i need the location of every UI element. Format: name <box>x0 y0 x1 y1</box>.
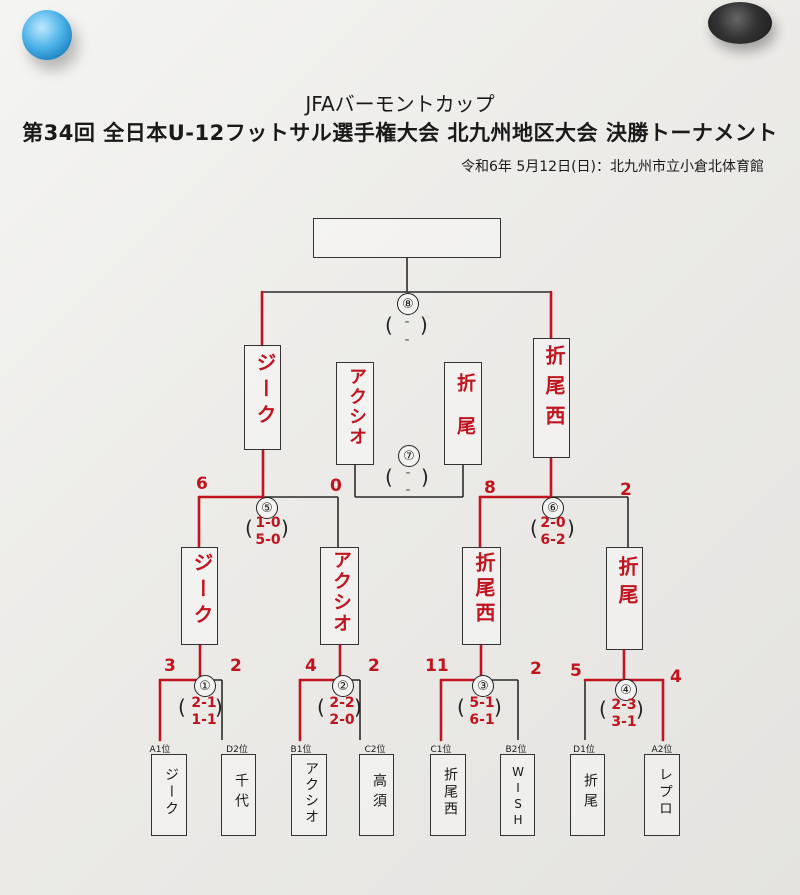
cup-title: JFAバーモントカップ <box>305 92 495 116</box>
entrant-6-seed: B2位 <box>505 745 527 755</box>
sf6-score-1: 2-0 <box>540 515 566 531</box>
sf5-bracket-right: ) <box>281 516 289 540</box>
match-6-number: ⑥ <box>542 497 564 519</box>
third-score-2: - <box>405 482 411 498</box>
final-bracket-left: ( <box>385 313 393 337</box>
qf1-left-goals: 3 <box>164 656 176 676</box>
entrant-1-team: ジーク <box>163 767 179 818</box>
qf4-score-2: 3-1 <box>611 714 637 730</box>
entrant-1-box: ジーク <box>151 754 187 836</box>
qf2-right-goals: 2 <box>368 656 380 676</box>
entrant-2-seed: D2位 <box>226 745 248 755</box>
qf2-score-1: 2-2 <box>329 695 355 711</box>
qf3-left-goals: 11 <box>425 656 449 676</box>
match-5-number: ⑤ <box>256 497 278 519</box>
entrant-5-seed: C1位 <box>430 745 452 755</box>
qf4-bracket-right: ) <box>636 697 644 721</box>
entrant-8-team: レプロ <box>657 767 673 818</box>
sf5-left-team-box: ジーク <box>181 547 218 645</box>
qf2-bracket-right: ) <box>354 695 362 719</box>
sf6-bracket-left: ( <box>530 516 538 540</box>
qf3-bracket-right: ) <box>494 695 502 719</box>
entrant-5-box: 折尾西 <box>430 754 466 836</box>
qf4-right-goals: 4 <box>670 667 682 687</box>
entrant-7-team: 折尾 <box>582 773 598 813</box>
sf6-left-team: 折尾西 <box>472 552 496 627</box>
third-left-name: アクシオ <box>346 367 367 447</box>
entrant-3-box: アクシオ <box>291 754 327 836</box>
sf6-score-2: 6-2 <box>540 532 566 548</box>
qf2-score-2: 2-0 <box>329 712 355 728</box>
entrant-2-box: 千代 <box>221 754 256 836</box>
qf2-bracket-left: ( <box>317 695 325 719</box>
sf6-right-goals: 2 <box>620 480 632 500</box>
final-score-2: - <box>404 332 410 348</box>
qf1-right-goals: 2 <box>230 656 242 676</box>
sf5-right-team: アクシオ <box>330 550 352 634</box>
qf1-score-2: 1-1 <box>191 712 217 728</box>
match-4-number: ④ <box>615 679 637 701</box>
qf1-bracket-right: ) <box>215 695 223 719</box>
final-bracket-right: ) <box>420 313 428 337</box>
sf6-right-team-box: 折尾 <box>606 547 643 650</box>
tournament-title: 第34回 全日本U-12フットサル選手権大会 北九州地区大会 決勝トーナメント <box>22 121 778 145</box>
blue-pushpin-icon <box>22 10 72 60</box>
sf5-right-goals: 0 <box>330 476 342 496</box>
entrant-6-box: WISH <box>500 754 535 836</box>
entrant-4-box: 高須 <box>359 754 394 836</box>
third-bracket-right: ) <box>421 465 429 489</box>
sf5-bracket-left: ( <box>245 516 253 540</box>
entrant-7-seed: D1位 <box>573 745 595 755</box>
sf5-left-team: ジーク <box>190 552 214 630</box>
qf4-left-goals: 5 <box>570 661 582 681</box>
entrant-4-seed: C2位 <box>364 745 386 755</box>
entrant-8-seed: A2位 <box>651 745 673 755</box>
entrant-7-box: 折尾 <box>570 754 605 836</box>
third-left-box: アクシオ <box>336 362 374 465</box>
finalist-left-box: ジーク <box>244 345 281 450</box>
qf3-right-goals: 2 <box>530 659 542 679</box>
finalist-right-box: 折尾西 <box>533 338 570 458</box>
sf5-right-team-box: アクシオ <box>320 547 359 645</box>
qf2-left-goals: 4 <box>305 656 317 676</box>
third-score-1: - <box>405 465 411 481</box>
qf4-bracket-left: ( <box>599 697 607 721</box>
entrant-4-team: 高須 <box>371 773 387 813</box>
final-score-1: - <box>404 314 410 330</box>
entrant-3-team: アクシオ <box>303 761 319 825</box>
entrant-5-team: 折尾西 <box>442 767 458 818</box>
qf3-score-1: 5-1 <box>469 695 495 711</box>
sf5-left-goals: 6 <box>196 474 208 494</box>
sf6-right-team: 折尾 <box>615 556 639 612</box>
sf6-bracket-right: ) <box>567 516 575 540</box>
entrant-3-seed: B1位 <box>290 745 312 755</box>
match-1-number: ① <box>194 675 216 697</box>
match-3-number: ③ <box>472 675 494 697</box>
qf4-score-1: 2-3 <box>611 697 637 713</box>
qf3-score-2: 6-1 <box>469 712 495 728</box>
sf6-left-team-box: 折尾西 <box>462 547 501 645</box>
match-7-number: ⑦ <box>398 445 420 467</box>
entrant-6-team: WISH <box>511 765 525 829</box>
finalist-right-name: 折尾西 <box>542 345 566 435</box>
qf1-score-1: 2-1 <box>191 695 217 711</box>
qf1-bracket-left: ( <box>178 695 186 719</box>
third-right-box: 折尾 <box>444 362 482 465</box>
entrant-1-seed: A1位 <box>149 745 171 755</box>
sf5-score-2: 5-0 <box>255 532 281 548</box>
third-bracket-left: ( <box>385 465 393 489</box>
champion-box <box>313 218 501 258</box>
qf3-bracket-left: ( <box>457 695 465 719</box>
match-2-number: ② <box>332 675 354 697</box>
sf5-score-1: 1-0 <box>255 515 281 531</box>
black-magnet-icon <box>708 2 772 44</box>
finalist-left-name: ジーク <box>253 352 277 430</box>
date-venue: 令和6年 5月12日(日)：北九州市立小倉北体育館 <box>460 159 764 175</box>
entrant-8-box: レプロ <box>644 754 680 836</box>
third-right-name: 折尾 <box>454 373 476 459</box>
sf6-left-goals: 8 <box>484 478 496 498</box>
match-8-number: ⑧ <box>397 293 419 315</box>
entrant-2-team: 千代 <box>233 773 249 813</box>
